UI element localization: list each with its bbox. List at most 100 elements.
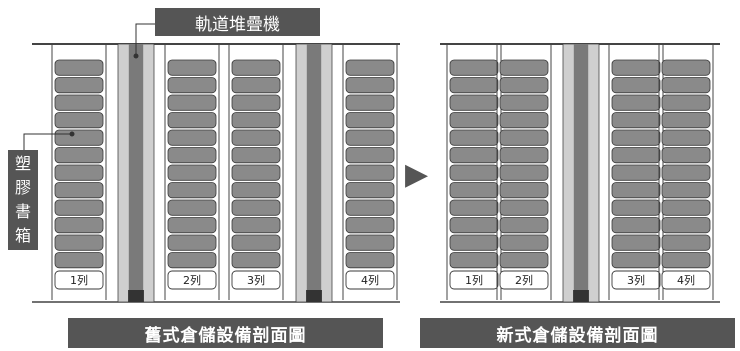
column-label-tray [345, 270, 395, 290]
storage-box [661, 234, 711, 251]
storage-box [345, 94, 395, 111]
column-label-tray [661, 270, 711, 290]
storage-box [231, 77, 281, 94]
storage-box [231, 217, 281, 234]
storage-box [54, 199, 104, 216]
storage-box [611, 199, 661, 216]
storage-box [231, 112, 281, 129]
storage-box [661, 94, 711, 111]
arrow-icon: ▶ [405, 157, 429, 192]
crane-new-carriage [573, 290, 589, 302]
plastic-box-label: 塑 膠 書 箱 [8, 150, 38, 250]
storage-box [231, 129, 281, 146]
storage-box [345, 164, 395, 181]
column-label: 1列 [70, 273, 88, 287]
column-label-tray [449, 270, 499, 290]
storage-box [611, 164, 661, 181]
crane-leader-dot [133, 53, 139, 59]
storage-box [54, 182, 104, 199]
storage-box [345, 112, 395, 129]
column-label: 2列 [183, 273, 201, 287]
storage-box [661, 129, 711, 146]
storage-box [661, 199, 711, 216]
column-label-tray [54, 270, 104, 290]
storage-box [499, 199, 549, 216]
storage-box [661, 59, 711, 76]
crane-old-a-mast [128, 44, 144, 302]
box-leader-dot [69, 131, 75, 137]
storage-box [167, 129, 217, 146]
storage-box [611, 59, 661, 76]
storage-box [167, 112, 217, 129]
storage-box [661, 147, 711, 164]
storage-box [345, 234, 395, 251]
storage-box [499, 182, 549, 199]
storage-box [345, 199, 395, 216]
callout-lines [23, 23, 155, 150]
storage-box [611, 129, 661, 146]
storage-box [499, 94, 549, 111]
storage-box [499, 147, 549, 164]
storage-box [54, 77, 104, 94]
storage-box [345, 147, 395, 164]
storage-box [611, 112, 661, 129]
storage-box [231, 94, 281, 111]
crane-leader-line [135, 23, 155, 56]
storage-box [499, 252, 549, 269]
storage-box [345, 252, 395, 269]
storage-box [231, 147, 281, 164]
storage-box [449, 147, 499, 164]
storage-box [499, 59, 549, 76]
storage-box [54, 129, 104, 146]
storage-box [611, 94, 661, 111]
storage-box [231, 182, 281, 199]
storage-box [611, 252, 661, 269]
column-label-tray [611, 270, 661, 290]
crane-old-b-carriage [306, 290, 322, 302]
storage-box [167, 77, 217, 94]
crane-label: 軌道堆疊機 [155, 8, 320, 36]
storage-box [167, 252, 217, 269]
crane-old-b-mast [306, 44, 322, 302]
storage-box [231, 199, 281, 216]
storage-box [449, 234, 499, 251]
storage-box [54, 112, 104, 129]
crane-old-a-carriage [128, 290, 144, 302]
new-layout-caption: 新式倉儲設備剖面圖 [420, 318, 735, 348]
storage-box [449, 77, 499, 94]
storage-box [345, 59, 395, 76]
storage-box [499, 217, 549, 234]
crane-new-mast [573, 44, 589, 302]
storage-box [345, 129, 395, 146]
column-label: 2列 [515, 273, 533, 287]
storage-box [231, 252, 281, 269]
storage-box [54, 252, 104, 269]
storage-box [449, 182, 499, 199]
column-label: 4列 [361, 273, 379, 287]
box-leader-line [23, 133, 72, 150]
storage-box [661, 112, 711, 129]
storage-box [54, 94, 104, 111]
storage-box [231, 234, 281, 251]
storage-box [54, 234, 104, 251]
storage-box [54, 147, 104, 164]
storage-box [611, 182, 661, 199]
storage-box [499, 129, 549, 146]
storage-box [167, 234, 217, 251]
storage-box [54, 59, 104, 76]
old-storage-rack: 1列 2列 3列 4列 [32, 43, 400, 303]
column-label: 3列 [247, 273, 265, 287]
column-label: 3列 [627, 273, 645, 287]
storage-box [231, 164, 281, 181]
storage-box [345, 77, 395, 94]
storage-box [449, 217, 499, 234]
storage-box [661, 252, 711, 269]
storage-box [167, 217, 217, 234]
storage-box [449, 164, 499, 181]
storage-box [54, 217, 104, 234]
storage-box [167, 164, 217, 181]
storage-box [54, 164, 104, 181]
plastic-box-label-text: 塑 膠 書 箱 [14, 154, 31, 245]
